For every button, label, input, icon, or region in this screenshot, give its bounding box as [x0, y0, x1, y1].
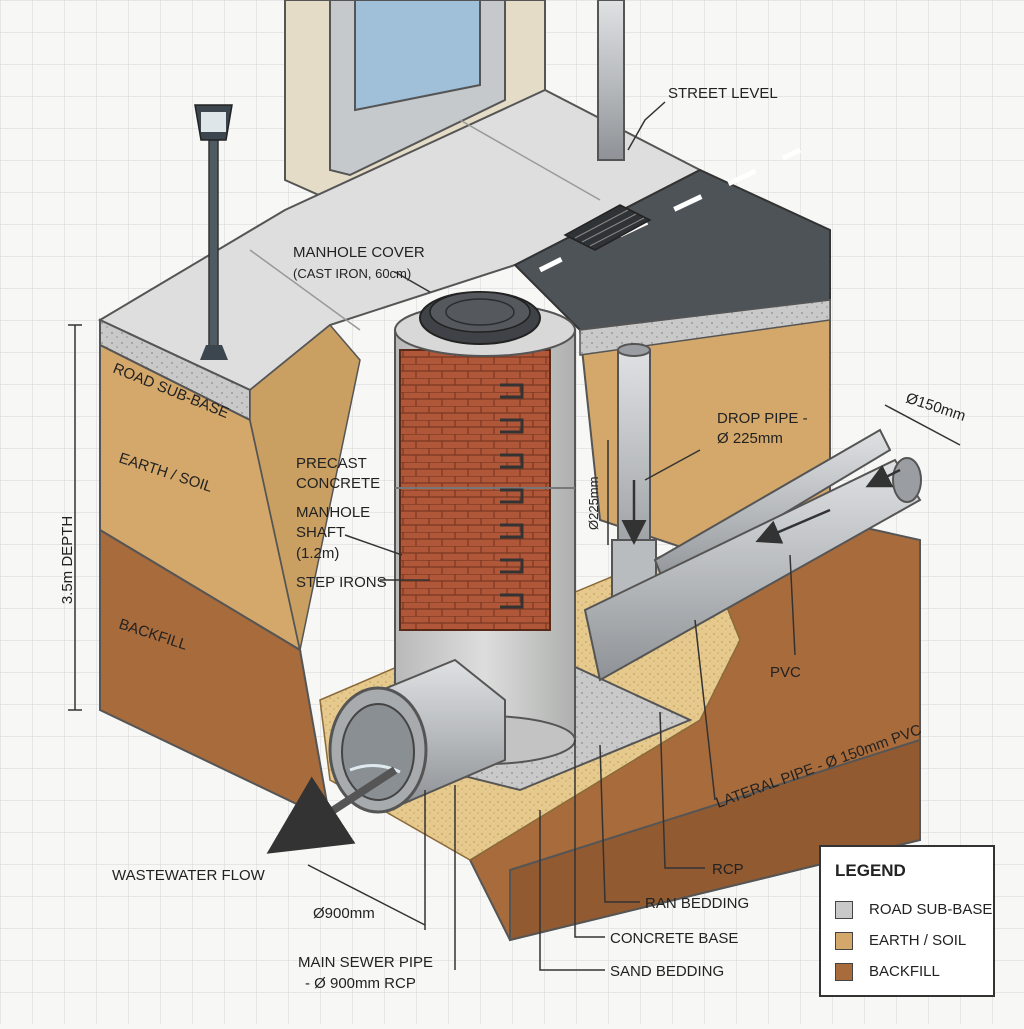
- label-main-pipe-1: MAIN SEWER PIPE: [298, 954, 433, 971]
- label-drop-pipe-1: DROP PIPE -: [717, 410, 808, 427]
- step-irons: [500, 383, 524, 609]
- label-step-irons: STEP IRONS: [296, 574, 387, 591]
- legend-swatch-earth-soil: [835, 932, 853, 950]
- brick-lining: [399, 349, 551, 631]
- building-facade: [284, 0, 546, 202]
- label-drop-pipe-2: Ø 225mm: [717, 430, 783, 447]
- legend-label-backfill: BACKFILL: [869, 963, 940, 980]
- depth-dimension: [68, 324, 82, 711]
- drop-pipe: [611, 343, 657, 601]
- label-ran-bedding: RAN BEDDING: [645, 895, 749, 912]
- legend-swatch-backfill: [835, 963, 853, 981]
- legend-label-road-sub-base: ROAD SUB-BASE: [869, 901, 993, 918]
- label-manhole-cover-1: MANHOLE COVER: [293, 244, 425, 261]
- label-concrete-base: CONCRETE BASE: [610, 930, 738, 947]
- label-shaft-2: SHAFT: [296, 524, 345, 541]
- label-wastewater-flow: WASTEWATER FLOW: [112, 867, 266, 884]
- utility-pole: [597, 0, 625, 161]
- flow-arrow-lateral: [755, 508, 831, 544]
- label-pvc: PVC: [770, 664, 801, 681]
- label-shaft-3: (1.2m): [296, 545, 339, 562]
- label-precast-2: CONCRETE: [296, 475, 380, 492]
- label-shaft-1: MANHOLE: [296, 504, 370, 521]
- label-main-pipe-2: - Ø 900mm RCP: [305, 975, 416, 992]
- legend-title: LEGEND: [835, 861, 906, 880]
- street-lamp: [194, 104, 233, 360]
- label-manhole-cover-2: (CAST IRON, 60cm): [293, 266, 411, 281]
- label-rcp: RCP: [712, 861, 744, 878]
- dimension-lines: [307, 101, 961, 971]
- legend-swatch-road-sub-base: [835, 901, 853, 919]
- lateral-pipe: [583, 428, 922, 682]
- window: [354, 0, 481, 112]
- legend-label-earth-soil: EARTH / SOIL: [869, 932, 967, 949]
- label-precast-1: PRECAST: [296, 455, 367, 472]
- label-main-dim: Ø900mm: [313, 905, 375, 922]
- label-street-level: STREET LEVEL: [668, 85, 778, 102]
- storm-drain-grate: [563, 204, 652, 251]
- label-drop-dim: Ø225mm: [586, 477, 601, 530]
- label-depth: 3.5m DEPTH: [59, 516, 76, 604]
- label-sand-bedding: SAND BEDDING: [610, 963, 724, 980]
- legend-box: LEGEND ROAD SUB-BASE EARTH / SOIL BACKFI…: [819, 845, 995, 997]
- flow-arrow-main: [266, 766, 398, 854]
- manhole-cover: [419, 291, 541, 345]
